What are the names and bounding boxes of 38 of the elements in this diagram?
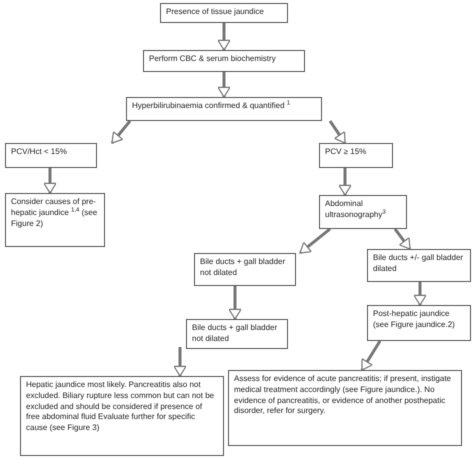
process-box — [5, 193, 105, 247]
box-text: Hyperbilirubinaemia confirmed & quantified $^{1}$ — [132, 101, 292, 112]
process-box — [160, 3, 288, 23]
box-text: Assess for evidence of acute pancreatitis; if present, instigate medical treatment accordingly (see Figure jaundice.). No evidence of pancreatitis, or evidence of another posthepatic disorder, refer for surgery. — [234, 374, 452, 418]
process-box — [319, 143, 393, 168]
box-text: Presence of tissue jaundice — [166, 7, 265, 18]
box-text: PCV/Hct < 15% — [11, 147, 68, 158]
box-text: Bile ducts + gall bladder not dilated — [200, 257, 286, 279]
arrow — [328, 120, 346, 144]
arrow — [217, 72, 231, 98]
box-text: Abdominal ultrasonography$^{3}$ — [325, 199, 387, 221]
process-box — [20, 376, 224, 456]
arrow — [110, 120, 132, 144]
arrow — [338, 168, 352, 196]
arrow — [299, 228, 331, 254]
process-box — [367, 249, 471, 282]
arrow — [173, 347, 187, 377]
box-text: Hepatic jaundice most likely. Pancreatitis also not excluded. Biliary rupture less common but can not be excluded and should be considered if presence of free abdominal fluid Evaluate further for specific cause (see Figure 3) — [26, 380, 216, 434]
arrow — [413, 282, 427, 306]
process-box — [367, 305, 471, 341]
box-text: Bile ducts +/- gall bladder dilated — [373, 253, 464, 275]
arrow — [360, 340, 382, 371]
process-box — [143, 50, 305, 72]
process-box — [126, 97, 322, 121]
process-box — [228, 370, 462, 446]
arrow — [43, 168, 57, 194]
box-text: Consider causes of pre-hepatic jaundice $^{1,4}$ (see Figure 2) — [11, 197, 98, 230]
process-box — [319, 195, 407, 229]
arrow — [217, 23, 231, 51]
box-text: Post-hepatic jaundice (see Figure jaundice.2) — [373, 309, 456, 331]
arrow — [228, 286, 242, 320]
box-text: PCV ≥ 15% — [325, 147, 368, 158]
process-box — [5, 143, 97, 168]
box-text: Perform CBC & serum biochemistry — [149, 54, 277, 65]
box-text: Bile ducts + gall bladder not dilated — [192, 323, 278, 345]
process-box — [186, 319, 288, 349]
arrow — [394, 228, 412, 250]
process-box — [194, 253, 296, 286]
